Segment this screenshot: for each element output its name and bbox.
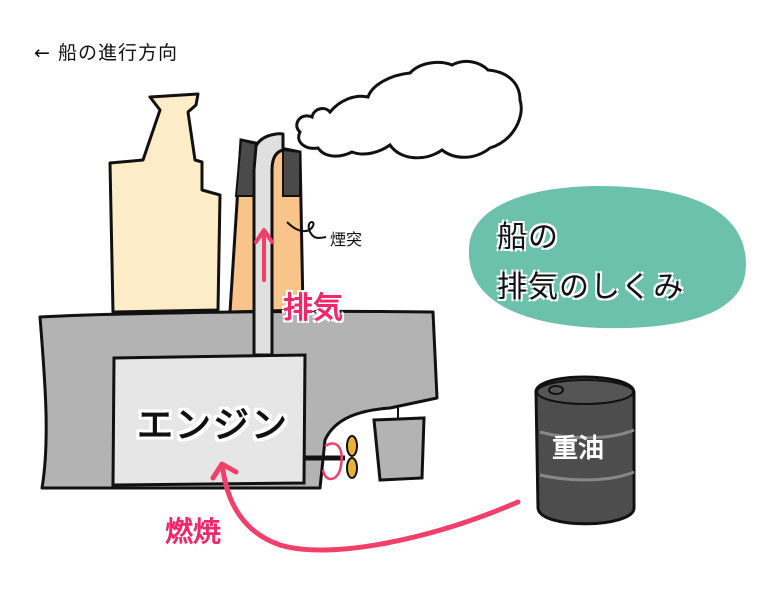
title-bubble bbox=[468, 185, 746, 329]
smoke-cloud bbox=[295, 59, 523, 160]
heavy-oil-label: 重油 bbox=[552, 434, 605, 464]
exhaust-label: 排気 bbox=[283, 291, 343, 326]
oil-drum bbox=[534, 375, 636, 526]
combustion-arrow bbox=[220, 467, 521, 553]
ship-bridge bbox=[108, 92, 222, 314]
title-line-2: 排気のしくみ bbox=[497, 270, 685, 305]
chimney-label: 煙突 bbox=[330, 230, 363, 249]
combustion-label: 燃焼 bbox=[165, 515, 222, 548]
rotation-arrow bbox=[321, 442, 343, 481]
engine-block bbox=[111, 353, 307, 487]
engine-label: エンジン bbox=[137, 405, 290, 446]
propeller-blade-top bbox=[346, 435, 358, 457]
title-line-1: 船の bbox=[497, 220, 559, 255]
oil-drum-cap bbox=[548, 385, 564, 395]
direction-label: ← 船の進行方向 bbox=[34, 42, 178, 64]
propeller-blade-bottom bbox=[346, 457, 358, 479]
chimney-callout bbox=[286, 221, 327, 239]
exhaust-pipe bbox=[252, 132, 285, 357]
rudder bbox=[372, 416, 426, 482]
